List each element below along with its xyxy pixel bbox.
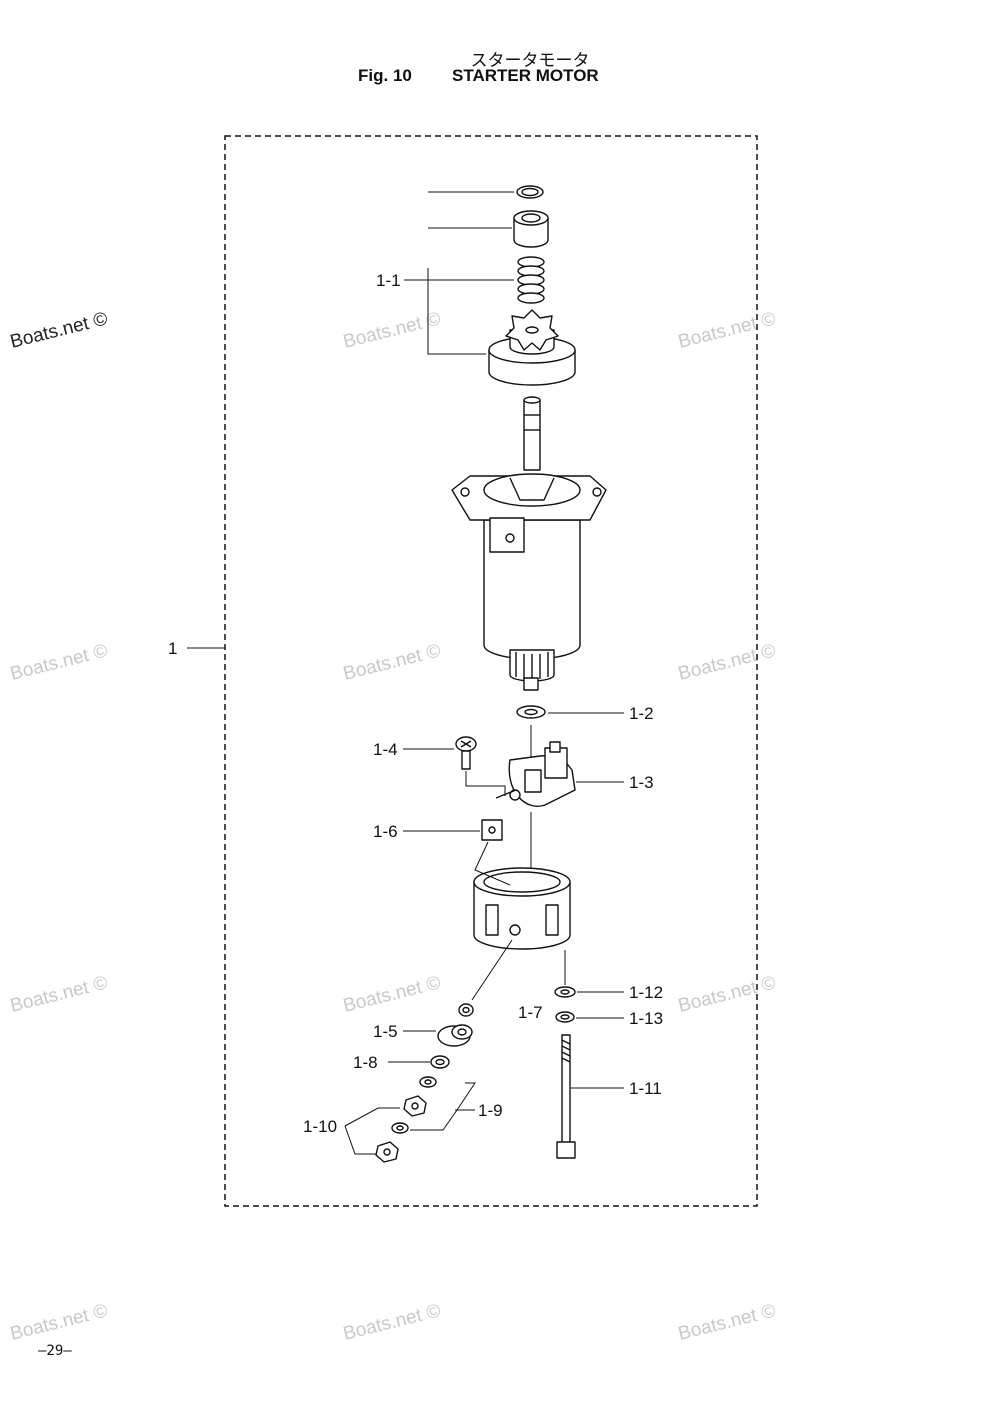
assembly-boundary <box>224 135 758 1207</box>
callout-label: 1-6 <box>373 822 398 841</box>
watermark-text: Boats.net © <box>341 640 443 684</box>
lock-washer-lower-part <box>391 1122 409 1134</box>
callout-label: 1-4 <box>373 740 398 759</box>
pinion-drive-part <box>488 309 576 386</box>
brush-holder-part <box>495 741 576 807</box>
square-nut-part <box>481 819 503 841</box>
figure-title-english: STARTER MOTOR <box>452 66 599 85</box>
watermark-text: Boats.net © <box>676 640 778 684</box>
callout-label: 1-12 <box>629 983 663 1002</box>
brush-holder-screw-part <box>455 736 477 770</box>
thrust-washer-part <box>516 705 546 719</box>
callout-label: 1-11 <box>629 1079 662 1098</box>
lock-washer-upper-part <box>419 1076 437 1088</box>
hex-nut-lower-part <box>375 1141 399 1163</box>
callout-label: 1-7 <box>518 1003 543 1022</box>
center-line <box>471 939 513 1001</box>
callout-label: 1-8 <box>353 1053 378 1072</box>
callout-labels: 1 1-1 1-2 1-3 1-4 1-5 1-6 1-7 1-8 1-9 1-… <box>168 271 663 1136</box>
callout-label: 1-3 <box>629 773 654 792</box>
insulator-bushing-part <box>437 1024 473 1047</box>
watermark-text: Boats.net © <box>341 1300 443 1344</box>
callout-label: 1-13 <box>629 1009 663 1028</box>
leader-lines <box>187 191 624 1155</box>
watermark-text: Boats.net © <box>8 308 110 352</box>
callout-label: 1-5 <box>373 1022 398 1041</box>
callout-label: 1-10 <box>303 1117 337 1136</box>
callout-label: 1-2 <box>629 704 654 723</box>
through-bolt-part <box>556 1034 576 1159</box>
watermark-text: Boats.net © <box>8 640 110 684</box>
watermark-text: Boats.net © <box>8 1300 110 1344</box>
watermark-text: Boats.net © <box>676 1300 778 1344</box>
callout-label: 1-1 <box>376 271 401 290</box>
page-number: —29— <box>38 1343 72 1359</box>
hex-nut-upper-part <box>403 1095 427 1117</box>
callout-label: 1-9 <box>478 1101 503 1120</box>
watermark-text: Boats.net © <box>8 972 110 1016</box>
callout-label: 1 <box>168 639 177 658</box>
figure-number: Fig. 10 <box>358 66 412 85</box>
figure-title-japanese: スタータモータ <box>470 51 590 71</box>
flat-washer-part <box>430 1055 450 1069</box>
watermark-text: Boats.net © <box>676 308 778 352</box>
stop-collar-part <box>513 210 549 248</box>
spring-washer-part <box>555 1011 575 1023</box>
center-line <box>465 771 506 796</box>
center-line <box>474 841 511 886</box>
motor-body-part <box>451 396 607 691</box>
watermark-text: Boats.net © <box>341 972 443 1016</box>
end-cover-part <box>473 867 571 950</box>
watermark-text: Boats.net © <box>676 972 778 1016</box>
terminal-washer-part <box>458 1003 474 1017</box>
plain-washer-part <box>554 986 576 998</box>
pinion-spring-part <box>517 256 545 304</box>
snap-ring-part <box>516 185 544 199</box>
